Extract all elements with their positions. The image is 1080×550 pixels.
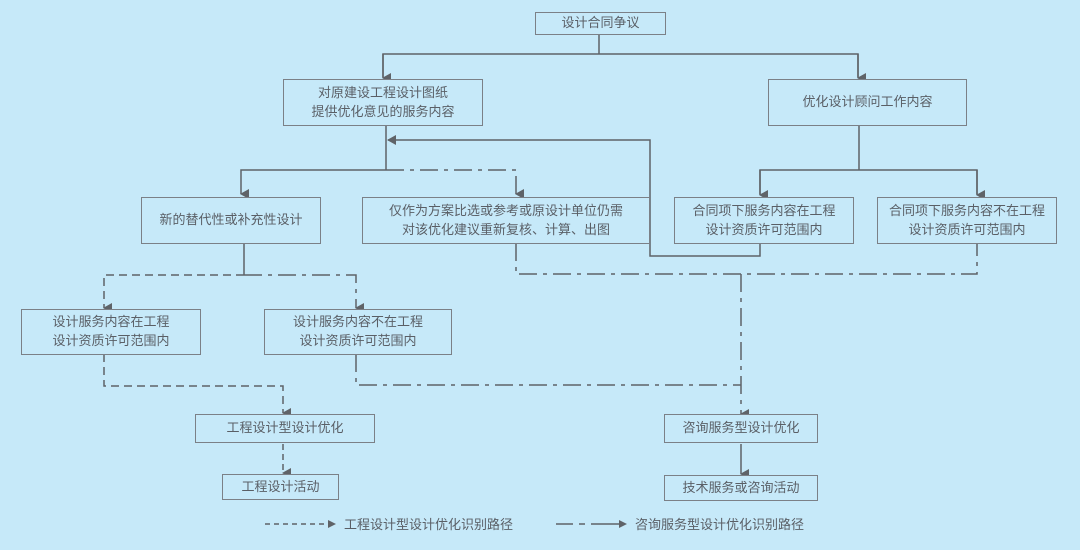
node-label-line: 咨询服务型设计优化: [682, 421, 800, 436]
node-label-line: 设计资质许可范围内: [705, 222, 823, 238]
node-engineering-design-activity: 工程设计活动: [222, 474, 339, 500]
node-label-line: 技术服务或咨询活动: [682, 480, 800, 496]
connector-orig-right-dashdot: [386, 169, 524, 199]
dash-dot-arrow-icon: [556, 519, 627, 528]
node-label-line: 设计服务内容在工程: [52, 315, 170, 330]
node-design-service-out-of-scope: 设计服务内容不在工程 设计资质许可范围内: [264, 309, 452, 355]
connector-service-in-to-eng: [103, 354, 291, 418]
connector-contract-in-return: [387, 135, 761, 257]
legend-engineering-path: 工程设计型设计优化识别路径: [264, 514, 513, 533]
node-consultant-work: 优化设计顾问工作内容: [768, 79, 967, 126]
node-label-line: 设计服务内容不在工程: [292, 315, 423, 330]
node-original-drawing-service: 对原建设工程设计图纸 提供优化意见的服务内容: [283, 79, 483, 126]
connector-new-design-left-dashed: [103, 274, 244, 313]
node-label-line: 对原建设工程设计图纸: [317, 85, 448, 101]
node-design-contract-dispute: 设计合同争议: [535, 12, 666, 35]
legend-label: 工程设计型设计优化识别路径: [344, 518, 514, 533]
connector-service-out-to-consult: [355, 354, 741, 386]
connector-root-branch: [382, 53, 859, 77]
node-design-service-in-scope: 设计服务内容在工程 设计资质许可范围内: [21, 309, 201, 355]
node-engineering-design-optimization: 工程设计型设计优化: [195, 414, 375, 443]
node-label-line: 优化设计顾问工作内容: [802, 95, 933, 110]
connector-new-design-right-dashdot: [244, 274, 364, 313]
node-contract-service-out-of-scope: 合同项下服务内容不在工程 设计资质许可范围内: [877, 197, 1057, 244]
node-consulting-design-optimization: 咨询服务型设计优化: [664, 414, 818, 443]
node-contract-service-in-scope: 合同项下服务内容在工程 设计资质许可范围内: [674, 197, 854, 244]
node-new-alternative-design: 新的替代性或补充性设计: [141, 197, 321, 244]
dashed-arrow-icon: [265, 519, 336, 528]
node-label-line: 设计资质许可范围内: [908, 222, 1026, 238]
node-label-line: 工程设计型设计优化: [226, 421, 344, 436]
node-label-line: 合同项下服务内容不在工程: [888, 203, 1045, 219]
legend-consulting-path: 咨询服务型设计优化识别路径: [555, 514, 804, 533]
node-label-line: 新的替代性或补充性设计: [159, 213, 303, 228]
node-label-line: 工程设计活动: [241, 479, 320, 495]
connector-orig-left: [240, 169, 386, 199]
node-reference-only: 仅作为方案比选或参考或原设计单位仍需 对该优化建议重新复核、计算、出图: [362, 197, 650, 244]
node-label-line: 设计资质许可范围内: [299, 334, 417, 349]
node-label-line: 设计资质许可范围内: [52, 334, 170, 349]
node-technical-consulting-activity: 技术服务或咨询活动: [664, 475, 818, 501]
node-label-line: 仅作为方案比选或参考或原设计单位仍需: [388, 203, 623, 219]
node-label-line: 对该优化建议重新复核、计算、出图: [401, 222, 610, 238]
node-label-line: 设计合同争议: [561, 16, 640, 31]
connector-reference-to-consult: [515, 243, 978, 275]
node-label-line: 提供优化意见的服务内容: [311, 104, 455, 120]
legend-label: 咨询服务型设计优化识别路径: [635, 518, 805, 533]
node-label-line: 合同项下服务内容在工程: [692, 203, 836, 219]
connector-consultant-branch: [759, 169, 978, 194]
